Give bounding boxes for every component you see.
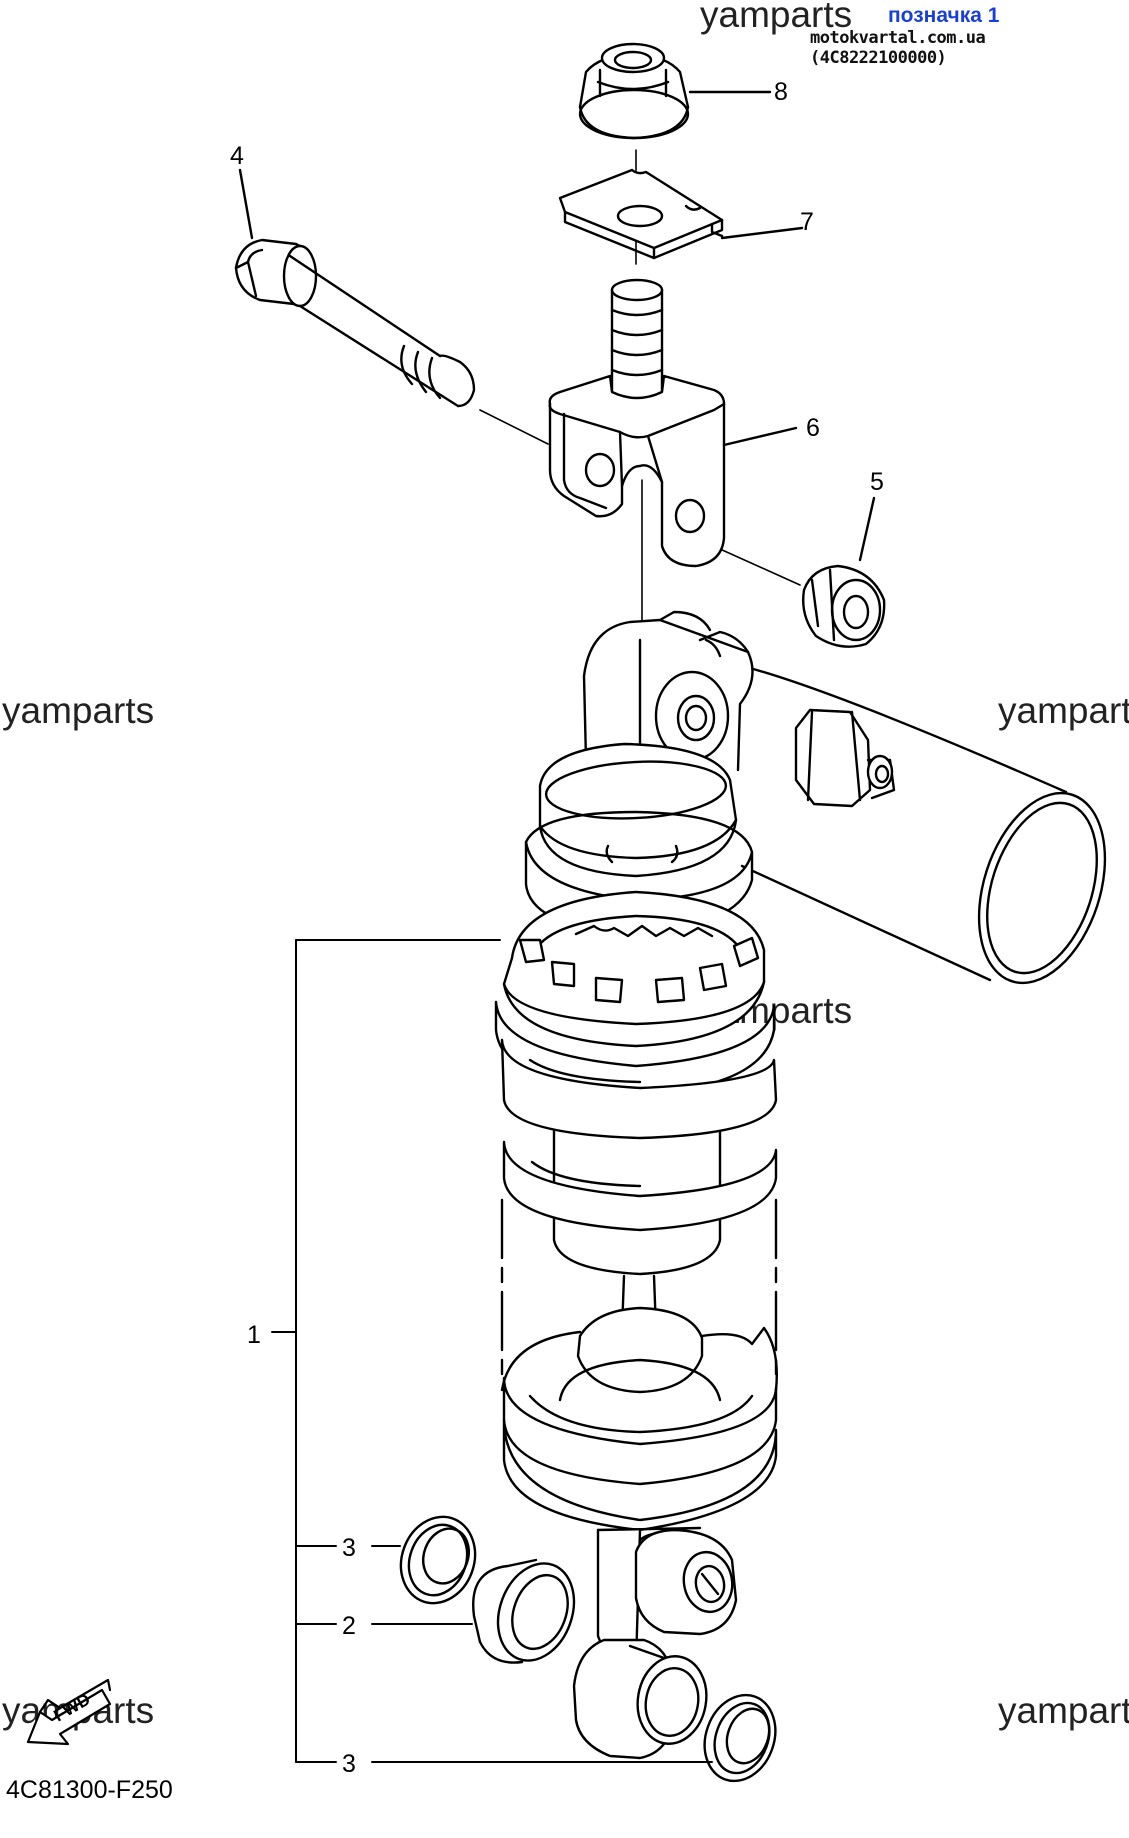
header-site[interactable]: motokvartal.com.ua (4C8222100000) bbox=[810, 28, 986, 68]
fwd-arrow: FWD bbox=[26, 1678, 112, 1746]
part-3-seal-lower[interactable] bbox=[693, 1685, 787, 1791]
part-4-bolt[interactable] bbox=[234, 238, 476, 408]
callout-labels: 1 2 3 3 4 5 6 7 8 bbox=[230, 78, 884, 1778]
watermark-left: yamparts bbox=[2, 690, 155, 731]
watermark-top: yamparts bbox=[700, 0, 853, 35]
part-1-shock-absorber[interactable] bbox=[494, 610, 1127, 1760]
callout-3-upper: 3 bbox=[342, 1534, 356, 1562]
callout-1: 1 bbox=[247, 1321, 261, 1349]
callout-6: 6 bbox=[806, 414, 820, 442]
callout-7: 7 bbox=[800, 208, 814, 236]
callout-5: 5 bbox=[870, 468, 884, 496]
leader-6 bbox=[722, 426, 798, 447]
callout-bracket bbox=[271, 939, 713, 1763]
part-6-upper-bracket[interactable] bbox=[548, 278, 726, 568]
leader-7 bbox=[720, 226, 804, 240]
leader-5 bbox=[858, 496, 876, 562]
part-2-collar[interactable] bbox=[472, 1553, 587, 1672]
part-8-flange-nut[interactable] bbox=[578, 42, 690, 140]
callout-8: 8 bbox=[774, 78, 788, 106]
callout-3-lower: 3 bbox=[342, 1750, 356, 1778]
watermark-right: yampart bbox=[998, 690, 1129, 731]
leader-4 bbox=[238, 168, 254, 240]
header-tag[interactable]: позначка 1 bbox=[888, 4, 1000, 27]
diagram-code: 4C81300-F250 bbox=[6, 1776, 173, 1804]
part-7-lock-plate[interactable] bbox=[558, 168, 724, 260]
watermark-bottom-right: yampart bbox=[998, 1690, 1129, 1731]
part-5-nut[interactable] bbox=[802, 564, 886, 648]
callout-2: 2 bbox=[342, 1612, 356, 1640]
callout-4: 4 bbox=[230, 142, 244, 170]
part-3-seal-upper[interactable] bbox=[389, 1506, 487, 1613]
